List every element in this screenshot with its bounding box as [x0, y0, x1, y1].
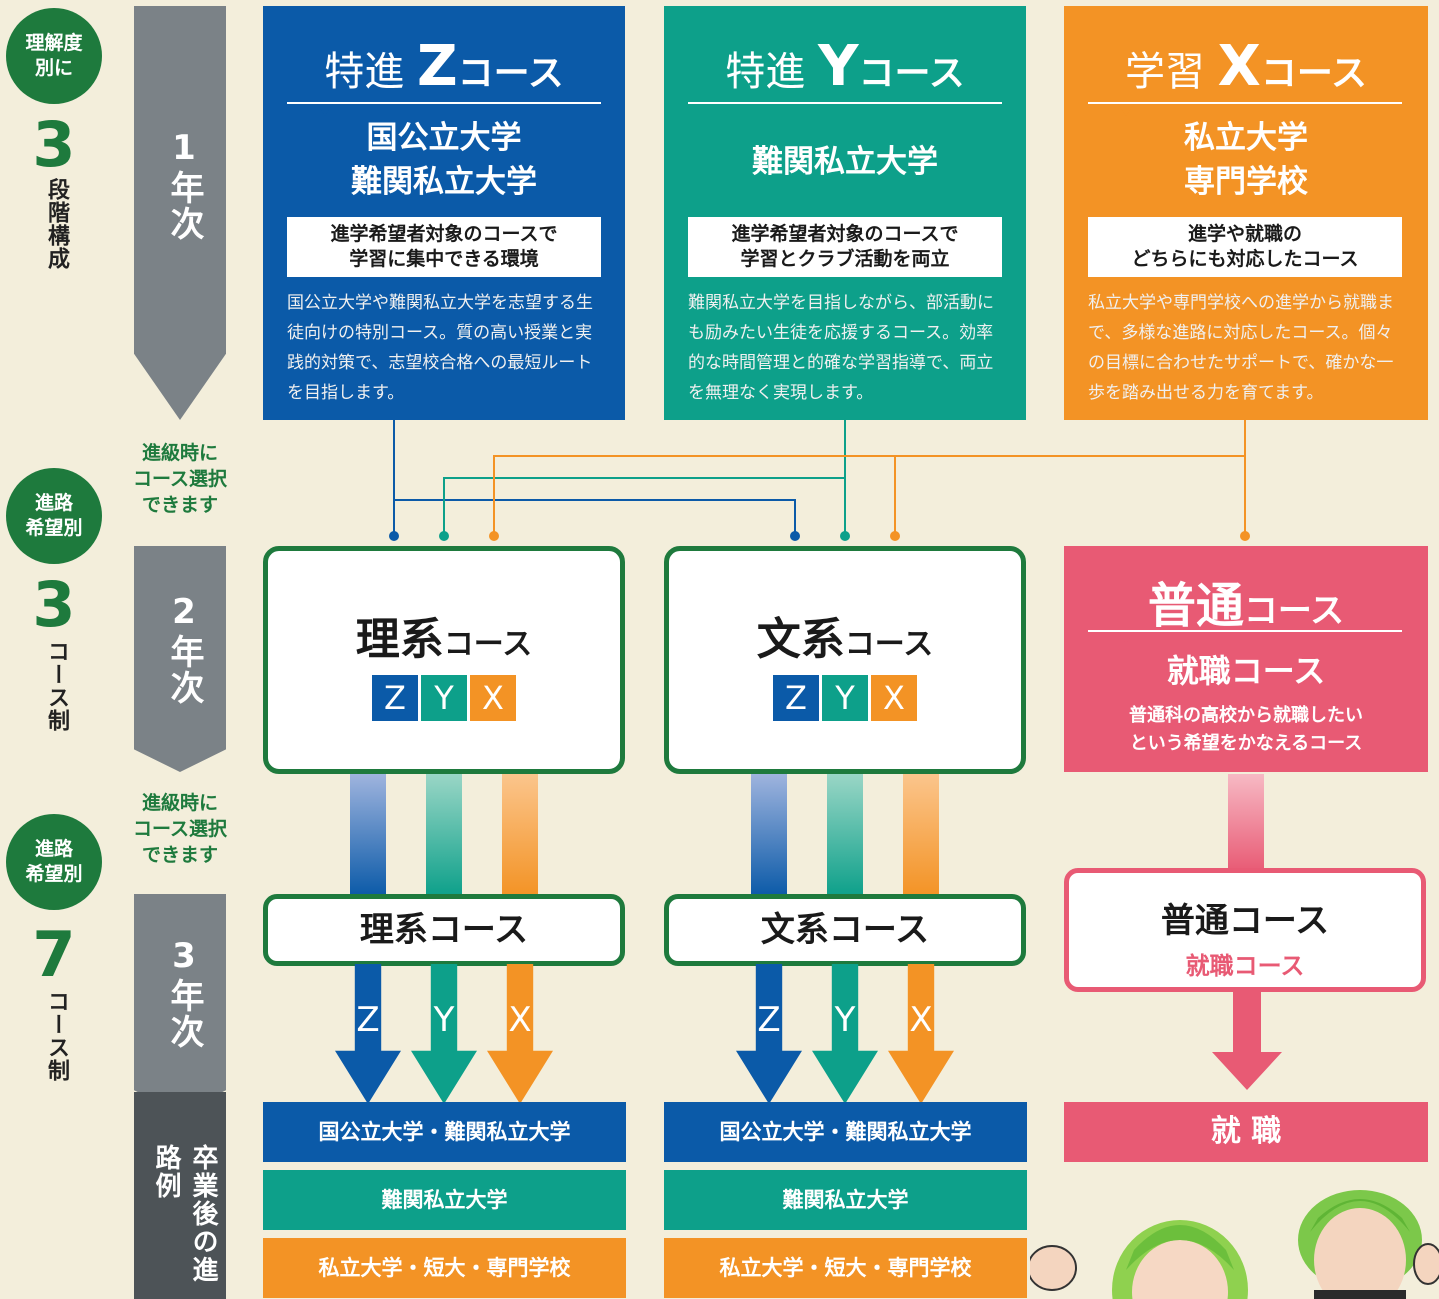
divider [688, 102, 1002, 104]
year3-arrow [134, 894, 226, 1112]
graduate-label: 卒業後の進路例 [151, 1144, 218, 1284]
arts-x-letter: X [909, 1000, 933, 1040]
science-y-letter: Y [433, 1000, 455, 1040]
stage-count: 3 [32, 108, 76, 181]
employment-course-title: 就職コース [1166, 652, 1326, 690]
divider [1088, 630, 1402, 632]
general-course-y3: 普通コース 就職コース [1064, 868, 1426, 992]
science-x-letter: X [508, 1000, 532, 1040]
course-y-description: 難関私立大学を目指しながら、部活動にも励みたい生徒を応援するコース。効率的な時間… [688, 293, 994, 403]
badge-by-understanding: 理解度 別に [6, 8, 102, 104]
science-course-y3: 理系コース [263, 894, 625, 966]
chip-y: Y [421, 675, 467, 721]
course-count-3: 7 [32, 918, 76, 991]
general-course-box: 普通コース 就職コース 普通科の高校から就職したい という希望をかなえるコース [1064, 546, 1428, 772]
course-count-2: 3 [32, 568, 76, 641]
stage-structure-label: 段階構成 [44, 178, 69, 270]
arts-y-bar [827, 774, 863, 896]
general-course-description: 普通科の高校から就職したい という希望をかなえるコース [1129, 705, 1363, 754]
student-characters-illustration [1030, 1190, 1439, 1299]
course-select-note-2: 進級時に コース選択 できます [132, 792, 228, 866]
employment-course-y3-title: 就職コース [1185, 952, 1305, 980]
course-connectors [389, 420, 1250, 541]
divider [1088, 102, 1402, 104]
year1-label: 1年次 [164, 128, 204, 242]
year2-arrow [134, 546, 226, 772]
general-course-y3-title: 普通コース [1160, 901, 1330, 941]
science-y-bar [426, 774, 462, 896]
science-z-letter: Z [356, 1000, 380, 1040]
science-outcome-private: 難関私立大学 [263, 1170, 626, 1230]
arts-y-letter: Y [834, 1000, 856, 1040]
arts-outcome-private: 難関私立大学 [664, 1170, 1027, 1230]
divider-notch [718, 104, 734, 116]
arts-z-letter: Z [757, 1000, 781, 1040]
course-x-tagline: 進学や就職の どちらにも対応したコース [1088, 217, 1402, 277]
course-select-note-1: 進級時に コース選択 できます [132, 442, 228, 516]
arts-outcome-college: 私立大学・短大・専門学校 [664, 1238, 1027, 1298]
arts-x-bar [903, 774, 939, 896]
course-z-description: 国公立大学や難関私立大学を志望する生徒向けの特別コース。質の高い授業と実践的対策… [287, 293, 593, 403]
year2-label: 2年次 [164, 592, 204, 706]
chip-x: X [470, 675, 516, 721]
divider-notch [1118, 104, 1134, 116]
course-z-heading: 国公立大学 難関私立大学 [351, 120, 537, 200]
course-y-box: 特進 Yコース 難関私立大学 進学希望者対象のコースで 学習とクラブ活動を両立 … [664, 6, 1026, 420]
divider-notch [1118, 632, 1134, 644]
chip-z: Z [773, 675, 819, 721]
course-z-box: 特進 Zコース 国公立大学 難関私立大学 進学希望者対象のコースで 学習に集中で… [263, 6, 625, 420]
course-x-box: 学習 Xコース 私立大学 専門学校 進学や就職の どちらにも対応したコース 私立… [1064, 6, 1428, 420]
arts-outcome-national: 国公立大学・難関私立大学 [664, 1102, 1027, 1162]
course-y-title: 特進 Yコース [725, 34, 965, 99]
science-course-title: 理系コース [355, 614, 533, 665]
arts-course-y3: 文系コース [664, 894, 1026, 966]
divider [287, 102, 601, 104]
badge-by-career-3: 進路 希望別 [6, 814, 102, 910]
arts-course-box: 文系コース Z Y X [664, 546, 1026, 774]
course-x-title: 学習 Xコース [1124, 34, 1368, 99]
course-y-heading: 難関私立大学 [752, 144, 938, 180]
arts-z-bar [751, 774, 787, 896]
science-z-bar [350, 774, 386, 896]
year3-label: 3年次 [164, 936, 204, 1050]
course-system-label-3: コース制 [44, 990, 69, 1082]
science-x-bar [502, 774, 538, 896]
chip-y: Y [822, 675, 868, 721]
science-chips: Z Y X [268, 675, 620, 721]
year1-arrow [134, 6, 226, 420]
general-bar [1228, 774, 1264, 872]
general-arrow [1212, 990, 1282, 1090]
course-z-tagline: 進学希望者対象のコースで 学習に集中できる環境 [287, 217, 601, 277]
science-outcome-national: 国公立大学・難関私立大学 [263, 1102, 626, 1162]
general-course-title: 普通コース [1147, 578, 1345, 634]
divider-notch [317, 104, 333, 116]
graduate-band [134, 1092, 226, 1299]
science-course-box: 理系コース Z Y X [263, 546, 625, 774]
course-z-title: 特進 Zコース [324, 34, 564, 99]
chip-z: Z [372, 675, 418, 721]
arts-course-title: 文系コース [756, 614, 934, 665]
course-system-label-2: コース制 [44, 640, 69, 732]
course-x-description: 私立大学や専門学校への進学から就職まで、多様な進路に対応したコース。個々の目標に… [1088, 293, 1394, 403]
arts-chips: Z Y X [669, 675, 1021, 721]
course-y-tagline: 進学希望者対象のコースで 学習とクラブ活動を両立 [688, 217, 1002, 277]
chip-x: X [871, 675, 917, 721]
science-outcome-college: 私立大学・短大・専門学校 [263, 1238, 626, 1298]
general-outcome-employment: 就 職 [1064, 1102, 1428, 1162]
badge-by-career-2: 進路 希望別 [6, 468, 102, 564]
course-x-heading: 私立大学 専門学校 [1184, 120, 1308, 200]
